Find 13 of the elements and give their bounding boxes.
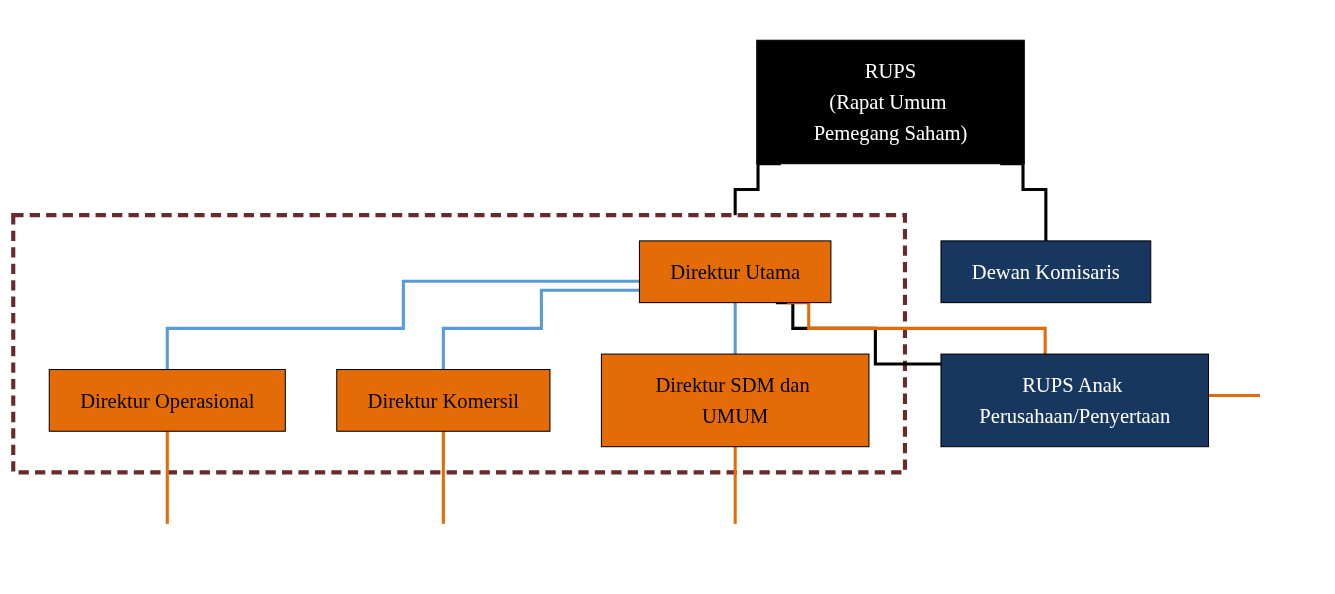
connector (441, 288, 640, 371)
connector (165, 429, 169, 525)
node-box: Direktur SDM dan UMUM (600, 353, 870, 447)
node-box: Direktur Operasional (48, 368, 286, 432)
node-box: Direktur Utama (638, 239, 832, 303)
node-box: Dewan Komisaris (940, 239, 1152, 303)
connector (165, 279, 640, 371)
node-box: RUPS (Rapat Umum Pemegang Saham) (756, 39, 1025, 164)
connector (1000, 161, 1048, 242)
connector (441, 429, 445, 525)
node-box: Direktur Komersil (336, 368, 551, 432)
cluster (11, 212, 908, 474)
node-box: RUPS Anak Perusahaan/Penyertaan (940, 353, 1210, 447)
